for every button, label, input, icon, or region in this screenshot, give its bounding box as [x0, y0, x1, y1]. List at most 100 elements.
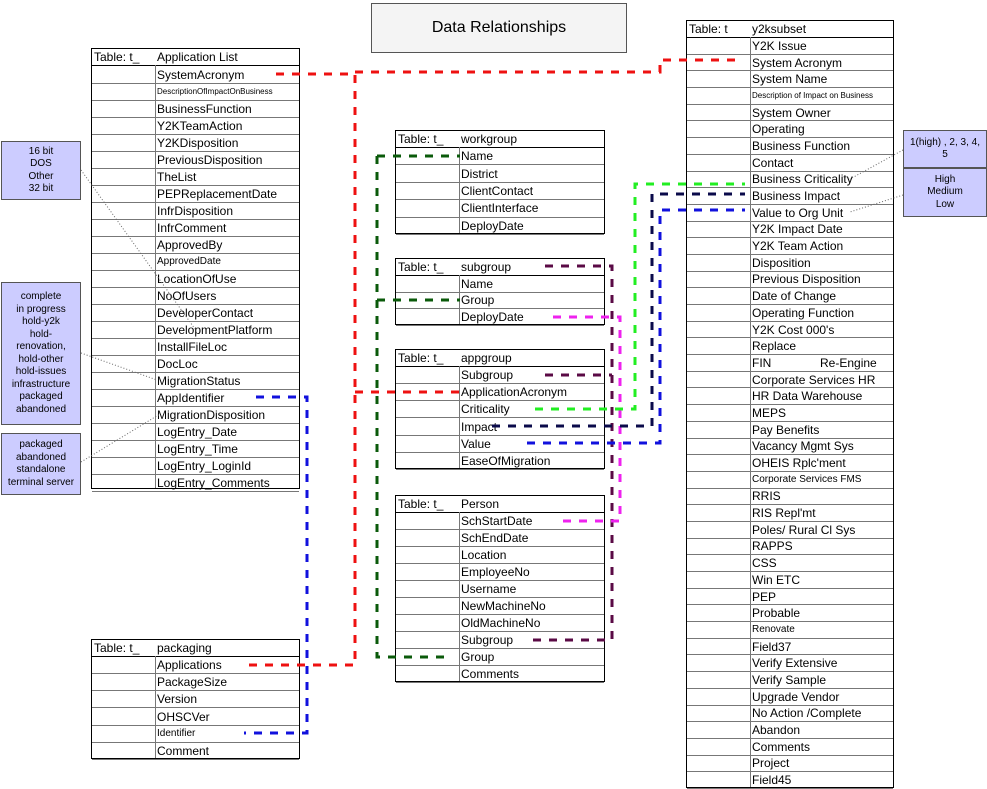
table-name: appgroup: [461, 351, 512, 365]
note-line: packaged: [19, 391, 63, 402]
note-connector-status: [80, 352, 158, 381]
field-name: FIN: [752, 355, 772, 370]
field-name: Operating: [752, 122, 805, 137]
field-name: Y2K Team Action: [752, 239, 844, 254]
field-name: Project: [752, 756, 790, 771]
field-row: System Acronym: [687, 55, 893, 72]
field-name: NoOfUsers: [157, 288, 217, 303]
note-line: packaged: [19, 439, 63, 450]
field-name: LogEntry_LoginId: [157, 458, 252, 473]
field-row: ApprovedBy: [92, 237, 299, 254]
field-name: ApplicationAcronym: [461, 385, 568, 400]
field-row: Verify Sample: [687, 672, 893, 689]
field-row: Group: [396, 649, 604, 666]
field-row: Y2K Team Action: [687, 238, 893, 255]
table-prefix: Table: t_: [398, 132, 444, 146]
field-row: ClientInterface: [396, 200, 604, 218]
field-name: System Owner: [752, 105, 831, 120]
field-row: Applications: [92, 657, 299, 675]
field-row: Contact: [687, 155, 893, 172]
field-row: Previous Disposition: [687, 272, 893, 289]
field-name: Poles/ Rural Cl Sys: [752, 522, 856, 537]
field-row: District: [396, 165, 604, 183]
column-divider: [750, 37, 751, 787]
link-impact: [492, 192, 745, 428]
field-row: Y2KDisposition: [92, 135, 299, 152]
field-row: Poles/ Rural Cl Sys: [687, 522, 893, 539]
field-name: Probable: [752, 606, 801, 621]
note-connector-impact: [849, 194, 904, 213]
field-row: PackageSize: [92, 674, 299, 692]
field-row: Comments: [687, 739, 893, 756]
table-prefix: Table: t_: [398, 351, 444, 365]
field-row: AppIdentifier: [92, 390, 299, 407]
field-row: RAPPS: [687, 539, 893, 556]
field-name: DeployDate: [461, 310, 524, 325]
field-name: SystemAcronym: [157, 67, 245, 82]
table-name: workgroup: [461, 132, 518, 146]
field-name: MEPS: [752, 405, 787, 420]
field-name: PackageSize: [157, 675, 228, 690]
field-row: InfrComment: [92, 220, 299, 237]
field-row: Date of Change: [687, 288, 893, 305]
field-row: MigrationDisposition: [92, 407, 299, 424]
note-line: hold-y2k: [22, 316, 60, 327]
field-row: NewMachineNo: [396, 598, 604, 615]
column-divider: [459, 366, 460, 468]
field-row: LogEntry_Time: [92, 441, 299, 458]
field-name: ApprovedDate: [157, 256, 221, 267]
table-prefix: Table: t_: [94, 50, 140, 64]
field-name: DevelopmentPlatform: [157, 322, 273, 337]
note-line: standalone: [16, 464, 66, 475]
table-name: Person: [461, 497, 500, 511]
field-row: Subgroup: [396, 632, 604, 649]
field-row: Operating: [687, 121, 893, 139]
field-name: Value to Org Unit: [752, 205, 844, 220]
field-name: AppIdentifier: [157, 390, 225, 405]
field-row: OldMachineNo: [396, 615, 604, 632]
field-name: Subgroup: [461, 368, 514, 383]
field-row: DeployDate: [396, 218, 604, 235]
field-name: Value: [461, 436, 491, 451]
field-name: Group: [461, 293, 495, 308]
field-name: Group: [461, 650, 495, 664]
field-name: Operating Function: [752, 305, 855, 320]
field-row: TheList: [92, 169, 299, 186]
field-row: Comment: [92, 743, 299, 760]
field-name: No Action /Complete: [752, 706, 862, 721]
field-row: PEPReplacementDate: [92, 186, 299, 203]
field-name: Y2K Cost 000's: [752, 322, 835, 337]
field-name: Disposition: [752, 255, 811, 270]
link-deploy-date: [553, 315, 622, 523]
field-row: OHEIS Rplc'ment: [687, 455, 893, 472]
field-row: Version: [92, 691, 299, 709]
field-name: Contact: [752, 155, 794, 170]
field-row: EmployeeNo: [396, 564, 604, 581]
note-line: Other: [28, 170, 54, 182]
table-prefix: Table: t_: [398, 260, 444, 274]
field-name: Identifier: [157, 728, 196, 740]
field-name: Pay Benefits: [752, 422, 820, 437]
field-row: RRIS: [687, 489, 893, 506]
note-line: terminal server: [7, 476, 75, 488]
note-connector-platform: [80, 169, 196, 330]
note-line: complete: [20, 291, 62, 302]
field-row: LocationOfUse: [92, 271, 299, 288]
field-row: DeployDate: [396, 309, 604, 326]
diagram-title: Data Relationships: [371, 3, 627, 53]
field-row: LogEntry_Date: [92, 424, 299, 441]
field-name: OHEIS Rplc'ment: [752, 456, 846, 471]
field-row: EaseOfMigration: [396, 453, 604, 470]
field-row: Win ETC: [687, 572, 893, 589]
note-line: 16 bit: [28, 145, 54, 157]
note-criticality: 1(high) , 2, 3, 4,5: [903, 130, 987, 168]
field-row: Y2KTeamAction: [92, 118, 299, 135]
field-name: Abandon: [752, 723, 801, 738]
